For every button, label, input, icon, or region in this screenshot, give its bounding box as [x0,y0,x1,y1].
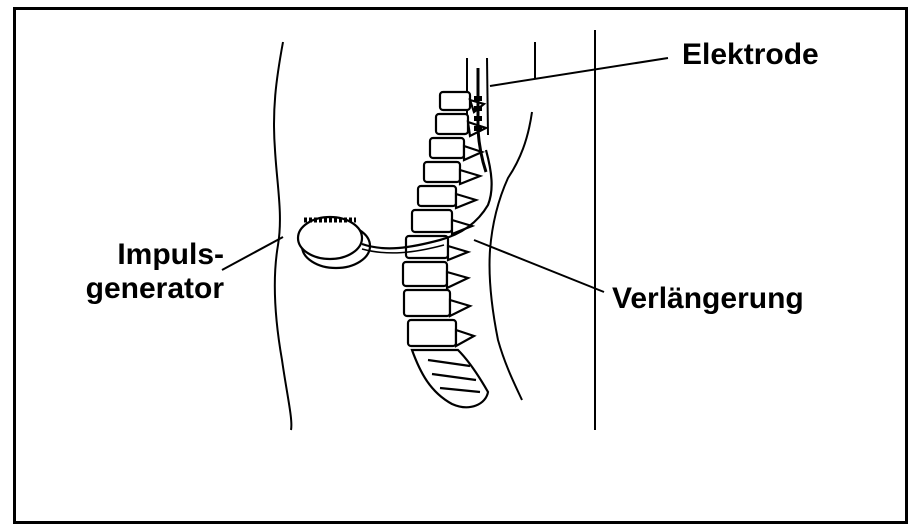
vertebra [440,92,470,110]
spinal-canal-back [487,58,488,135]
vertebra [430,138,464,158]
leader-line-generator [222,237,283,270]
label-extension: Verlängerung [612,282,804,316]
label-pulse-generator-line1: Impuls- [74,238,224,272]
label-pulse-generator-line2: generator [74,272,224,306]
spinous-process [448,246,468,260]
leader-line-electrode [490,58,668,86]
body-outline-back [489,112,532,400]
generator-front [298,217,362,259]
spinous-process [460,170,480,184]
pulse-generator-device [298,217,370,268]
spinous-process [456,194,476,208]
spinous-process [450,300,470,316]
vertebra [436,114,468,134]
vertebra [403,262,447,286]
vertebra [404,290,450,316]
sacrum [412,350,488,407]
vertebra [424,162,460,182]
spinous-process [456,330,474,346]
vertebra [408,320,456,346]
spine-illustration [403,92,488,407]
label-electrode: Elektrode [682,38,819,72]
vertebra [412,210,452,232]
leader-line-extension [474,240,604,292]
spinous-process [447,272,468,288]
body-outline-left [274,42,291,430]
vertebra [418,186,456,206]
label-pulse-generator: Impuls- generator [74,238,224,306]
